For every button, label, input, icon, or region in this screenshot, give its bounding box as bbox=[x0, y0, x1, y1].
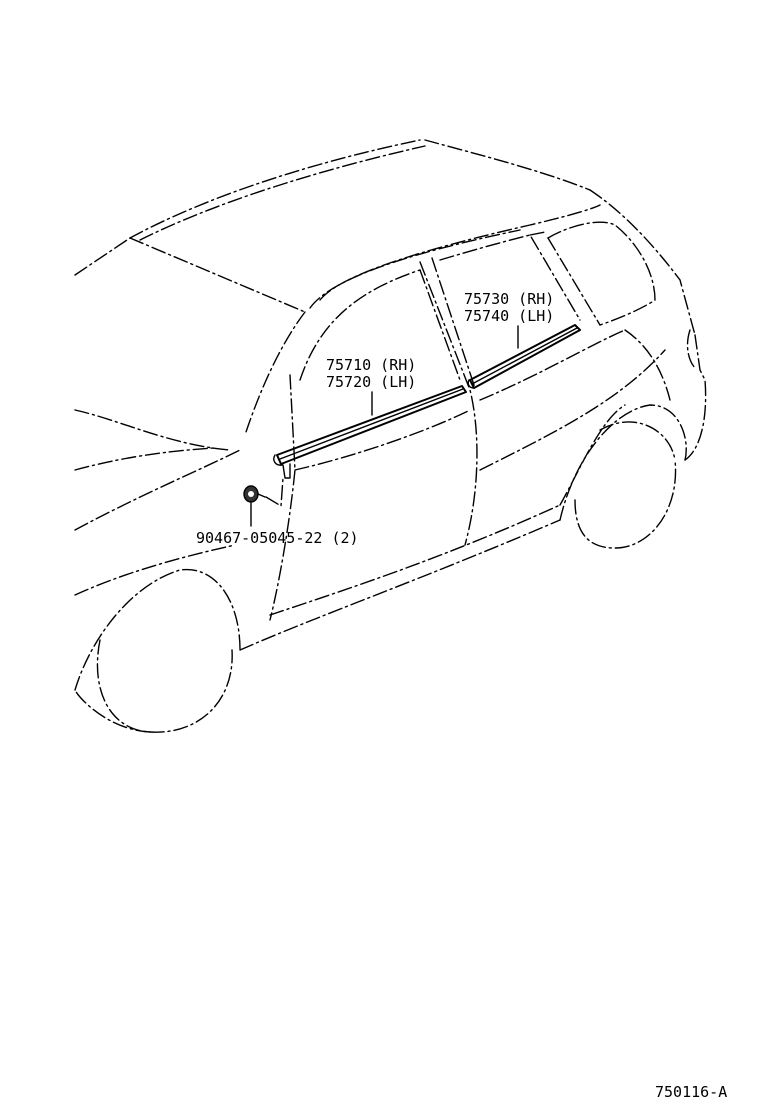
label-rear-moulding-lh: 75740 (LH) bbox=[464, 307, 554, 325]
front-belt-moulding bbox=[273, 385, 467, 479]
leader-lines bbox=[250, 325, 519, 527]
rear-belt-moulding bbox=[467, 324, 581, 389]
clip bbox=[243, 477, 284, 508]
label-clip-part: 90467-05045-22 (2) bbox=[196, 529, 359, 547]
label-rear-moulding-rh: 75730 (RH) bbox=[464, 290, 554, 308]
label-front-moulding-rh: 75710 (RH) bbox=[326, 356, 416, 374]
figure-code: 750116-A bbox=[655, 1083, 727, 1101]
car-body-outline bbox=[74, 139, 707, 733]
label-front-moulding-lh: 75720 (LH) bbox=[326, 373, 416, 391]
